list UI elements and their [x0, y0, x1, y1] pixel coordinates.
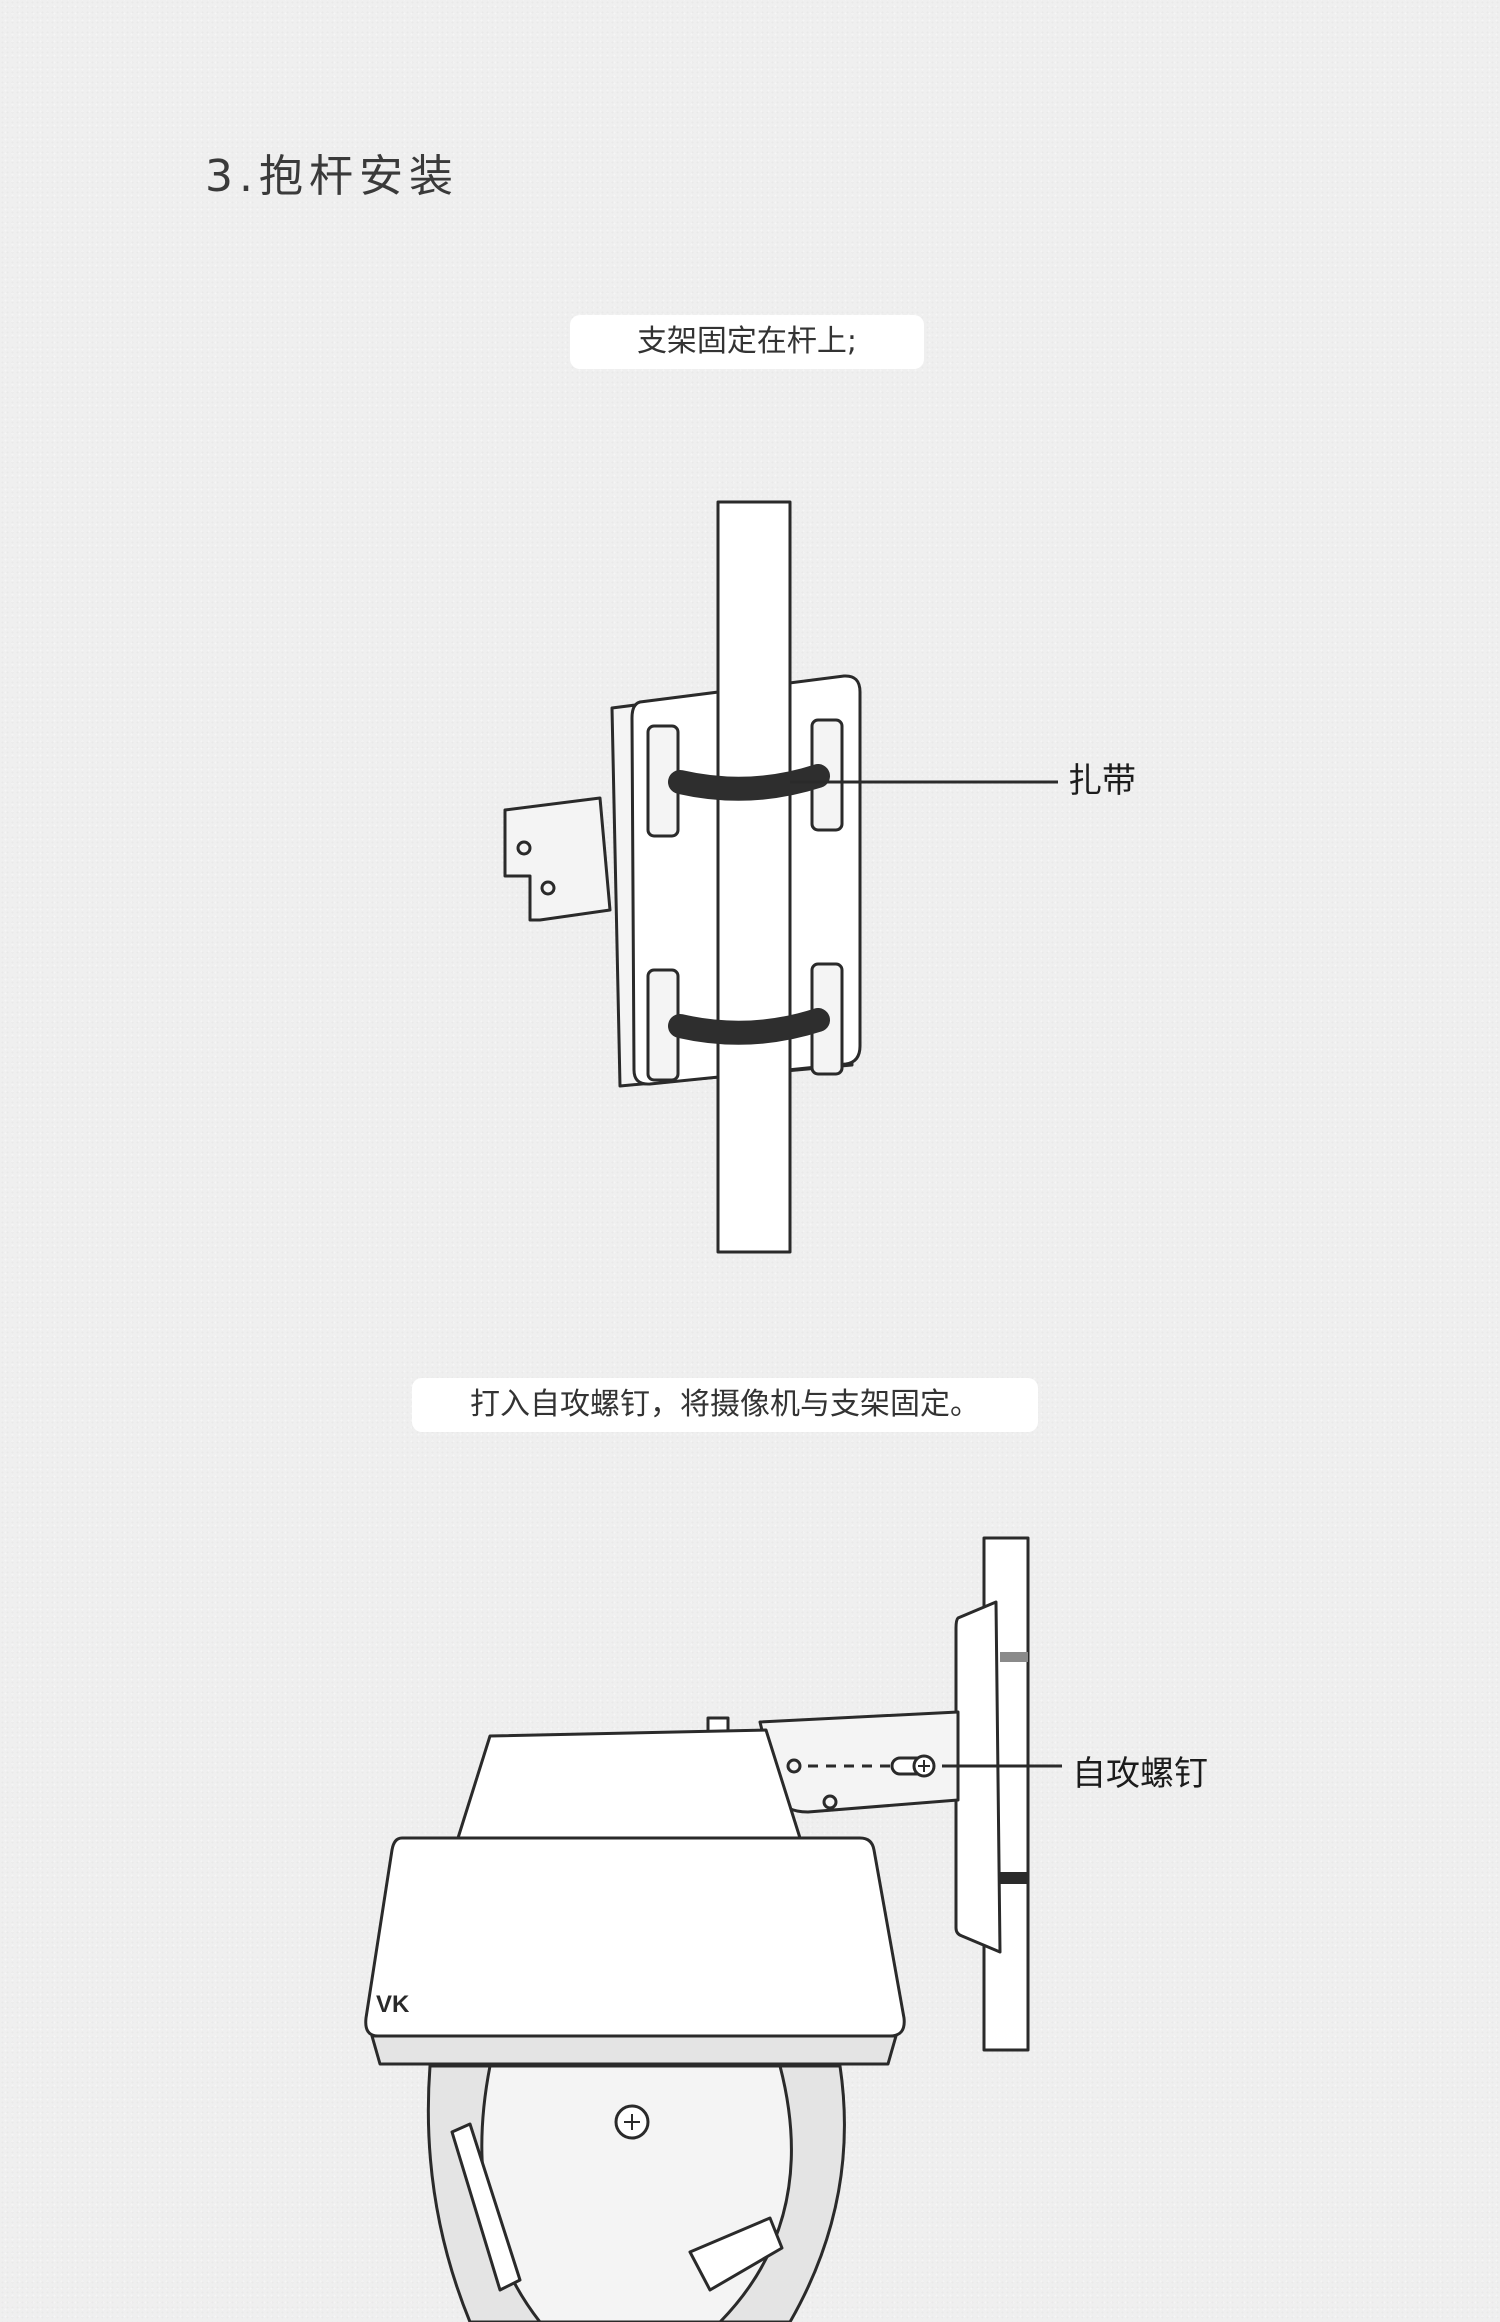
- bracket-side-arm: [503, 796, 612, 922]
- joint-screw-hole: [786, 1758, 802, 1774]
- strap-label: 扎带: [1068, 761, 1136, 801]
- pole: [716, 500, 792, 1254]
- section-title: 3.抱杆安装: [205, 151, 459, 202]
- dome-strap: [688, 2216, 784, 2292]
- screw-label: 自攻螺钉: [1072, 1754, 1208, 1794]
- arm-screw-hole: [516, 840, 532, 856]
- camera-attach-illustration: VK: [364, 1536, 1062, 2322]
- pole-clamp: [1000, 1652, 1028, 1662]
- joint-screw-hole: [822, 1794, 838, 1810]
- camera-top-housing: [456, 1728, 802, 1840]
- camera-base-ring: [370, 2034, 898, 2066]
- arm-screw-hole: [540, 880, 556, 896]
- pole-mount-illustration: [503, 500, 1058, 1254]
- camera-body: [364, 1836, 906, 2038]
- cable-tie: [668, 764, 830, 801]
- camera-lens-housing: [480, 2064, 793, 2322]
- cable-tie: [668, 1008, 830, 1045]
- step-instruction-1: 支架固定在杆上;: [570, 315, 924, 369]
- dome-side-bracket: [450, 2122, 522, 2292]
- step-instruction-2: 打入自攻螺钉，将摄像机与支架固定。: [412, 1378, 1038, 1432]
- camera-brand-mark: VK: [376, 1991, 410, 2018]
- mount-plate: [954, 1600, 1002, 1954]
- pole-clamp: [1000, 1872, 1028, 1884]
